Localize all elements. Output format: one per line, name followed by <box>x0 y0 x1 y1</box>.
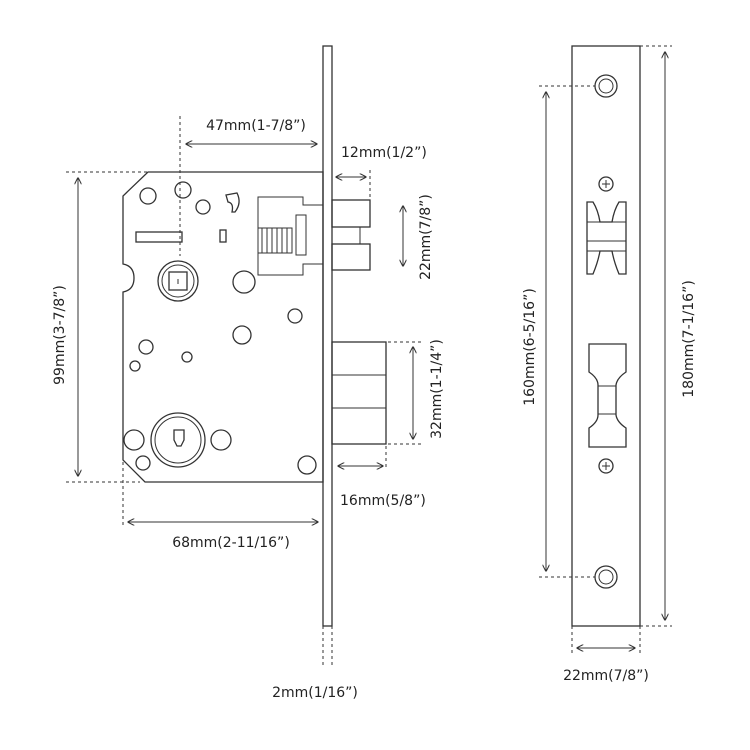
body-hole <box>232 270 256 294</box>
dim-99mm-label: 99mm(3-7/8”) <box>52 285 68 385</box>
body-hole <box>181 351 193 363</box>
body-hole <box>139 187 157 205</box>
follower-hub <box>157 260 199 302</box>
body-hole <box>232 325 252 345</box>
dim-12mm-label: 12mm(1/2”) <box>341 145 427 161</box>
small-slot <box>219 229 227 243</box>
body-hole <box>123 429 145 451</box>
body-hole <box>135 455 151 471</box>
dim-47mm-label: 47mm(1-7/8”) <box>206 118 306 134</box>
lever-slot <box>135 231 183 243</box>
dim-160mm-label: 160mm(6-5/16”) <box>522 288 538 406</box>
dim-32mm-label: 32mm(1-1/4”) <box>429 339 445 439</box>
lock-case-outline <box>122 171 324 483</box>
body-hole <box>138 339 154 355</box>
left-dimensions: 47mm(1-7/8”) 12mm(1/2”) 22mm(7/8”) 99mm(… <box>52 118 445 701</box>
bottom-screw-hole <box>594 565 618 589</box>
deadbolt-opening <box>588 343 627 448</box>
lock-body-side-view <box>122 45 387 627</box>
dim-2mm-label: 2mm(1/16”) <box>272 685 358 701</box>
body-hole <box>195 199 211 215</box>
dim-22mm-label: 22mm(7/8”) <box>418 194 434 280</box>
latch-spring <box>257 227 293 254</box>
upper-screw-icon <box>598 176 614 192</box>
dim-16mm-label: 16mm(5/8”) <box>340 493 426 509</box>
dim-68mm-label: 68mm(2-11/16”) <box>172 535 290 551</box>
faceplate-front-view <box>571 45 641 627</box>
faceplate-strip <box>322 45 333 627</box>
body-hole <box>297 455 317 475</box>
dead-bolt <box>331 341 387 445</box>
faceplate-outline <box>571 45 641 627</box>
latch-opening <box>586 201 627 275</box>
dim-22mm-bottom-label: 22mm(7/8”) <box>563 668 649 684</box>
latch-bolt <box>331 199 371 271</box>
lower-screw-icon <box>598 458 614 474</box>
right-dimensions: 160mm(6-5/16”) 180mm(7-1/16”) 22mm(7/8”) <box>522 45 697 684</box>
top-screw-hole <box>594 74 618 98</box>
body-hole <box>174 181 192 199</box>
dim-180mm-label: 180mm(7-1/16”) <box>681 280 697 398</box>
body-hole <box>129 360 141 372</box>
cylinder-hole <box>150 412 206 468</box>
latch-mechanism <box>257 196 324 276</box>
body-hole <box>287 308 303 324</box>
body-hole <box>210 429 232 451</box>
cam-slot-icon <box>225 192 240 213</box>
